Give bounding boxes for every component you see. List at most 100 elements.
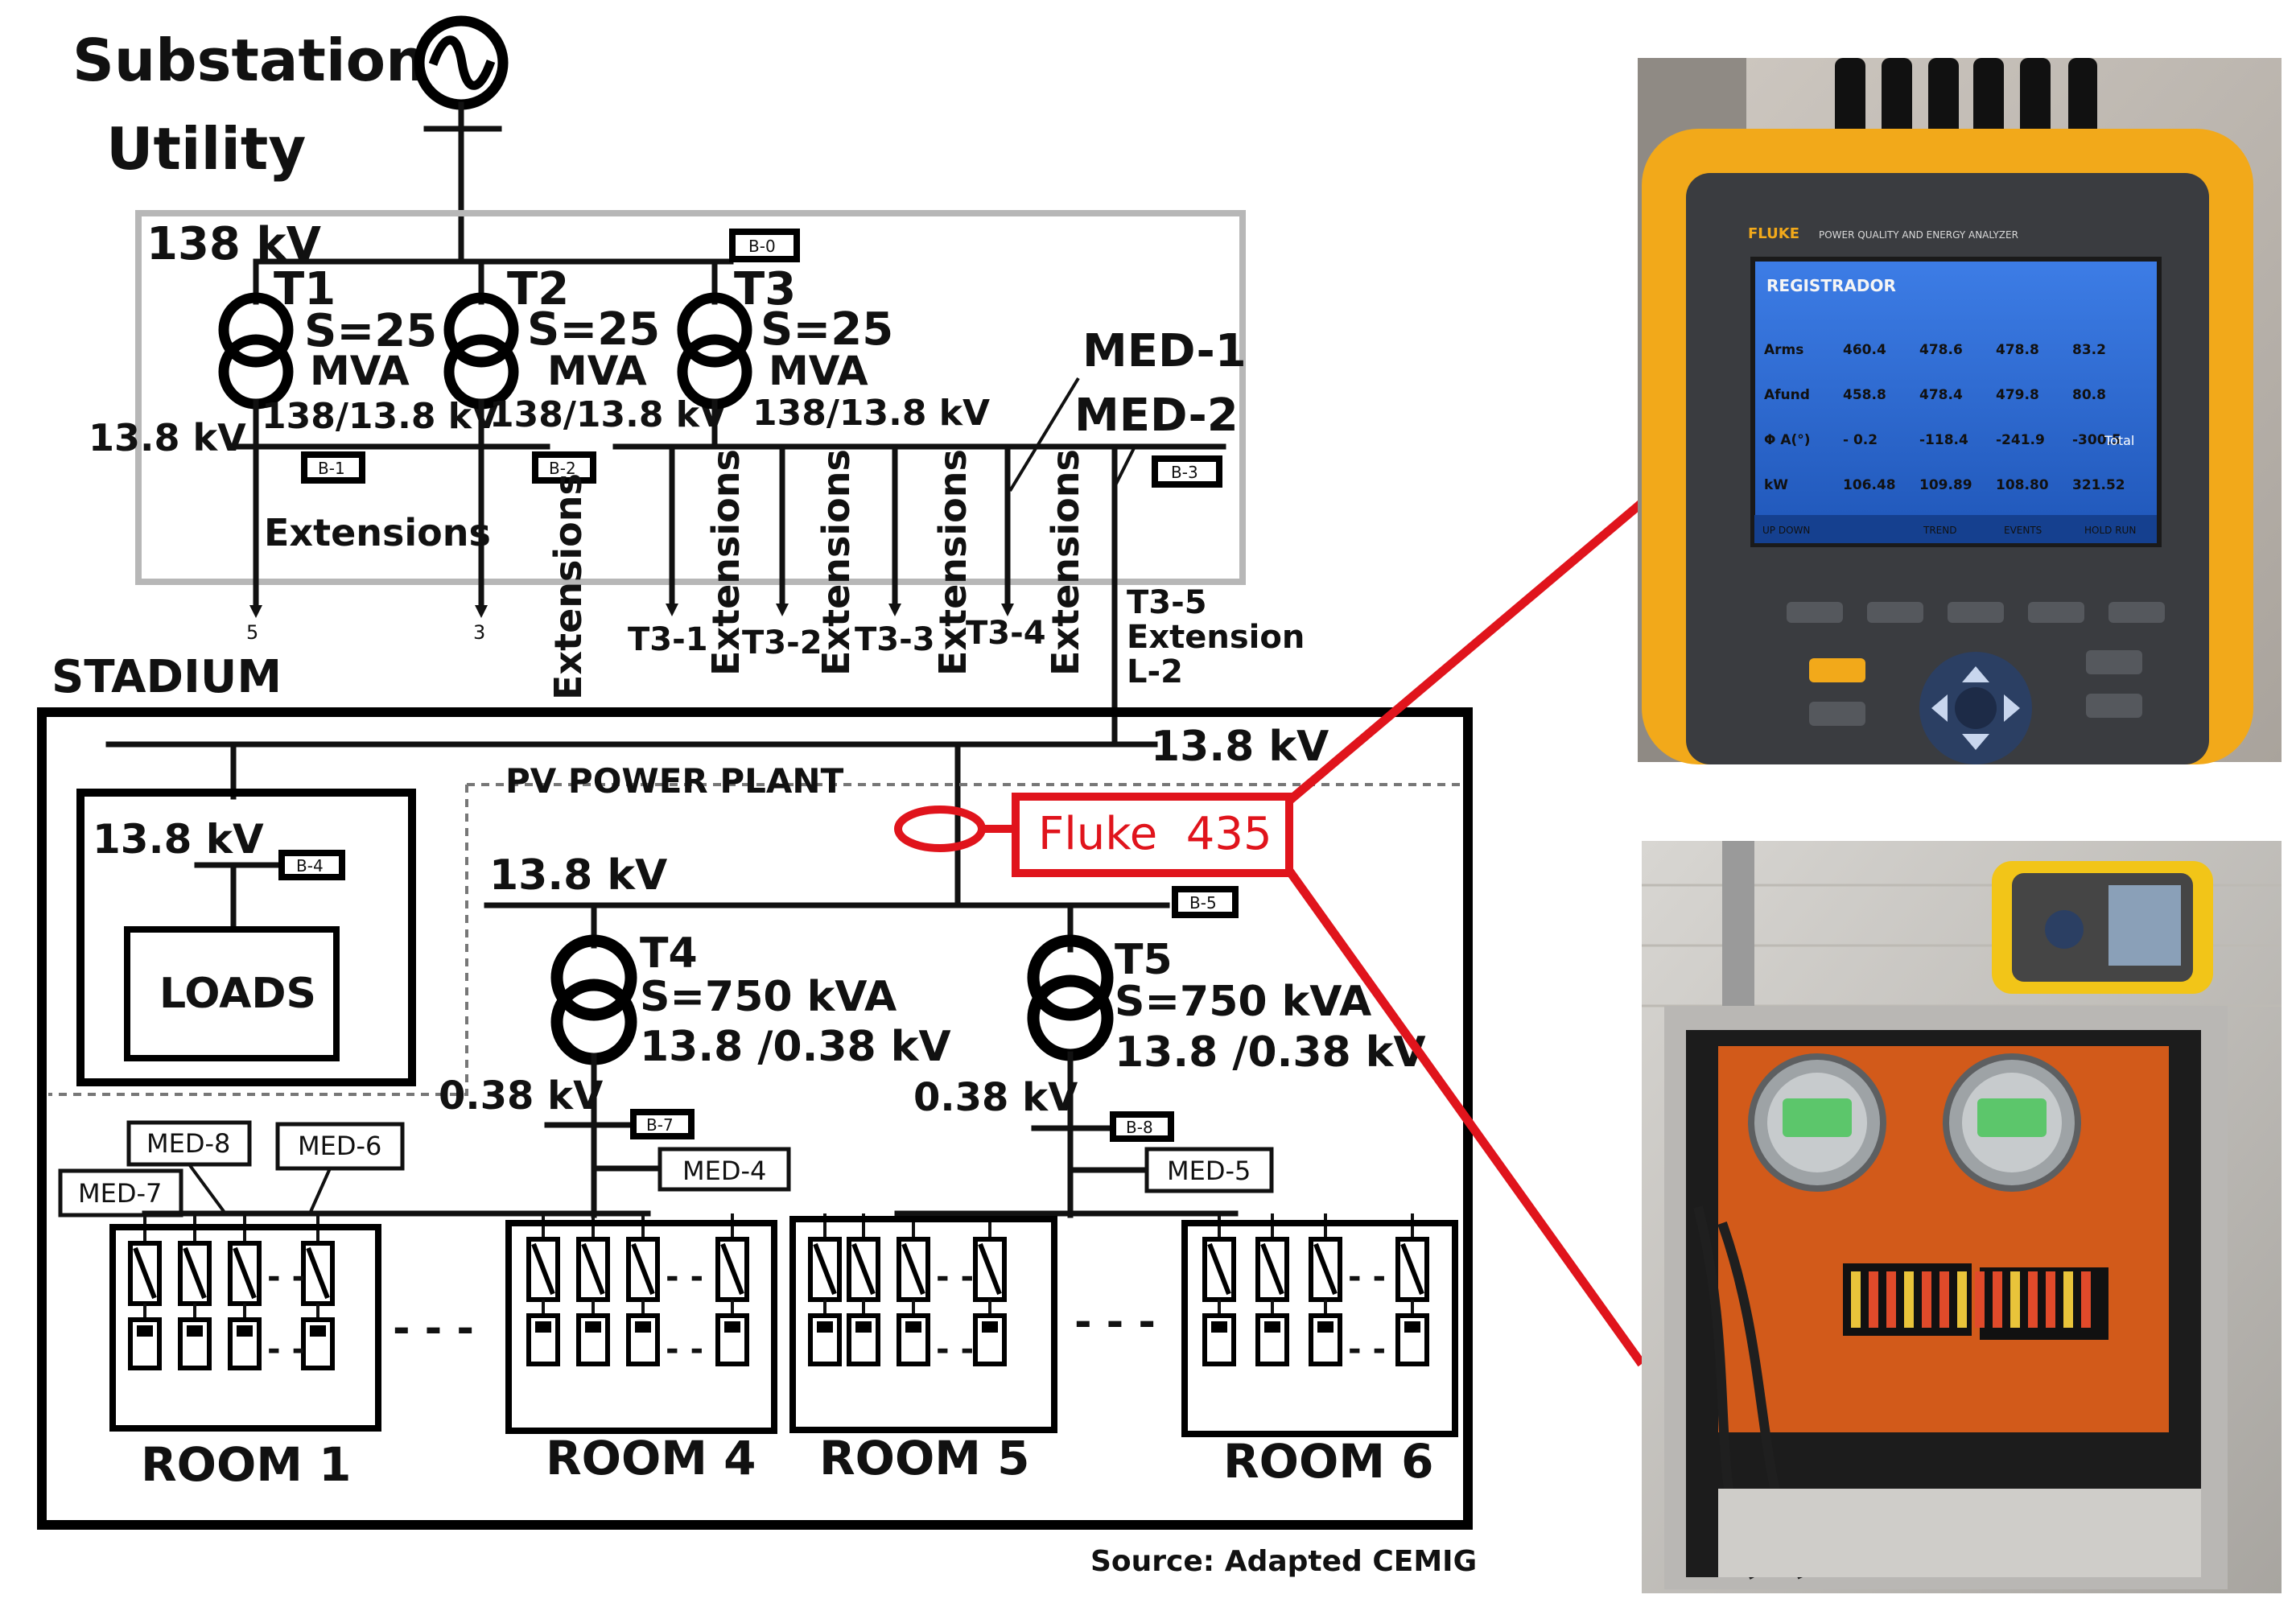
room6-box xyxy=(1181,1220,1458,1437)
room6-label: ROOM 6 xyxy=(1223,1434,1434,1489)
terminal xyxy=(1939,1271,1949,1328)
fluke-callout-box xyxy=(1012,793,1293,877)
callout-line-top xyxy=(1286,499,1645,805)
inverter-mark xyxy=(1264,1321,1280,1333)
loads-label: LOADS xyxy=(159,970,316,1018)
softkey-label: EVENTS xyxy=(2004,525,2042,536)
inverter-box xyxy=(526,1313,560,1366)
arrow-right-icon xyxy=(2004,694,2020,722)
inverter-box xyxy=(715,1313,749,1366)
screen-row-value: - 0.2 xyxy=(1843,432,1878,448)
inverter-mark xyxy=(982,1321,998,1333)
pv-panel-diagonal xyxy=(1313,1242,1338,1296)
transformer-t5: T5 S=750 kVA 13.8 /0.38 kV xyxy=(1027,934,1426,1077)
terminal xyxy=(1869,1271,1878,1328)
terminal xyxy=(1975,1271,1985,1328)
med4-label: MED-4 xyxy=(682,1156,766,1186)
panel-continuation: - - xyxy=(1348,1259,1386,1296)
fluke-clamp-marker xyxy=(894,806,986,852)
function-key xyxy=(2028,602,2084,623)
photo-meter-cabinet xyxy=(1642,841,2282,1593)
feeder-3-label: 3 xyxy=(473,621,485,644)
t3-4-label: T3-4 xyxy=(966,615,1046,652)
bus-b0-label: B-0 xyxy=(748,237,776,256)
inverter-mark xyxy=(855,1321,872,1333)
softkey-label: UP DOWN xyxy=(1762,525,1810,536)
screen-row-value: 478.8 xyxy=(1996,342,2039,358)
utility-source: Substation Utility xyxy=(72,15,509,265)
inverter-box xyxy=(1255,1313,1289,1366)
inverter-box xyxy=(1202,1313,1236,1366)
extensions-label-substation: Extensions xyxy=(264,511,491,554)
t4-ratio: 13.8 /0.38 kV xyxy=(640,1023,951,1071)
pv-panel-diagonal xyxy=(631,1242,655,1296)
stadium-title: STADIUM xyxy=(52,651,282,703)
inverter-continuation: - - xyxy=(936,1331,974,1368)
screen-title: REGISTRADOR xyxy=(1766,276,1896,295)
pv-panel-diagonal xyxy=(581,1242,605,1296)
arrow-down-icon xyxy=(1962,734,1989,750)
terminal xyxy=(1993,1271,2002,1328)
feeders: 5 3 Extensions T3-1 Extensions T3-2 Exte… xyxy=(246,443,1305,748)
substation-frame xyxy=(135,210,1246,585)
bus-b8-tag xyxy=(1110,1111,1174,1142)
bus-b7-tag xyxy=(630,1109,695,1139)
screen-row-value: 109.89 xyxy=(1919,477,1972,493)
analyzer-screen xyxy=(1750,257,2162,547)
inverter-box xyxy=(897,1313,930,1366)
extensions-vertical-3: Extensions xyxy=(814,449,858,676)
med4-box xyxy=(657,1147,791,1192)
softkey-label: TREND xyxy=(1923,525,1956,536)
terminal xyxy=(1904,1271,1914,1328)
pv-panel-diagonal xyxy=(1207,1242,1231,1296)
callout-line-bottom xyxy=(1285,867,1646,1367)
room5-label: ROOM 5 xyxy=(819,1431,1030,1485)
room4-box xyxy=(505,1220,777,1434)
pv-panel-diagonal xyxy=(901,1242,925,1296)
function-keys xyxy=(1787,602,2165,623)
softkey-label: HOLD RUN xyxy=(2084,525,2136,536)
stadium-area: STADIUM 13.8 kV 13.8 kV B-4 LOADS PV POW… xyxy=(37,651,1473,1530)
pv-panel-diagonal xyxy=(133,1246,157,1300)
loads-box xyxy=(124,926,340,1061)
pv-panel-diagonal xyxy=(183,1246,207,1300)
room4-label: ROOM 4 xyxy=(546,1431,756,1485)
screen-row-value: 321.52 xyxy=(2072,477,2125,493)
screen-row-value: -241.9 xyxy=(1996,432,2045,448)
med6-label: MED-6 xyxy=(298,1131,381,1161)
room1-label: ROOM 1 xyxy=(141,1437,352,1492)
screen-row-label: kW xyxy=(1764,477,1788,493)
t2-unit: MVA xyxy=(547,348,647,394)
screen-total: Total xyxy=(2104,433,2134,448)
med7-box xyxy=(58,1168,183,1218)
t3-rating: S=25 xyxy=(761,303,893,356)
ellipsis-left: - - - xyxy=(393,1304,474,1353)
screen-row-value: 108.80 xyxy=(1996,477,2049,493)
screen-row-value: 460.4 xyxy=(1843,342,1886,358)
pv-plant-label: PV POWER PLANT xyxy=(505,761,844,801)
pv-panel-diagonal xyxy=(720,1242,744,1296)
substation-area: 138 kV B-0 T1 S=25 MVA 138/13.8 kV T2 S=… xyxy=(89,210,1247,585)
pv-panel-diagonal xyxy=(1400,1242,1424,1296)
photo-fluke-analyzer: FLUKE POWER QUALITY AND ENERGY ANALYZER … xyxy=(1638,58,2282,764)
bus-b0-tag xyxy=(729,229,800,262)
inverter-box xyxy=(847,1313,880,1366)
transformer-t3: T3 S=25 MVA 138/13.8 kV xyxy=(677,263,990,434)
t1-unit: MVA xyxy=(310,348,410,394)
med5-box xyxy=(1144,1147,1274,1193)
inverter-box xyxy=(808,1313,842,1366)
t3-1-label: T3-1 xyxy=(628,621,708,658)
voltage-13-8-label: 13.8 kV xyxy=(89,416,246,459)
inverter-mark xyxy=(310,1325,326,1337)
loads-voltage-label: 13.8 kV xyxy=(93,816,264,863)
screen-row-value: 479.8 xyxy=(1996,387,2039,403)
inverter-mark xyxy=(585,1321,601,1333)
inverter-mark xyxy=(1211,1321,1227,1333)
sine-wave-icon xyxy=(428,35,496,90)
bus-b4-label: B-4 xyxy=(296,856,324,876)
t1-name: T1 xyxy=(274,263,336,315)
bus-b8-label: B-8 xyxy=(1126,1118,1153,1137)
extensions-vertical-4: Extensions xyxy=(931,449,975,676)
terminal xyxy=(2010,1271,2020,1328)
